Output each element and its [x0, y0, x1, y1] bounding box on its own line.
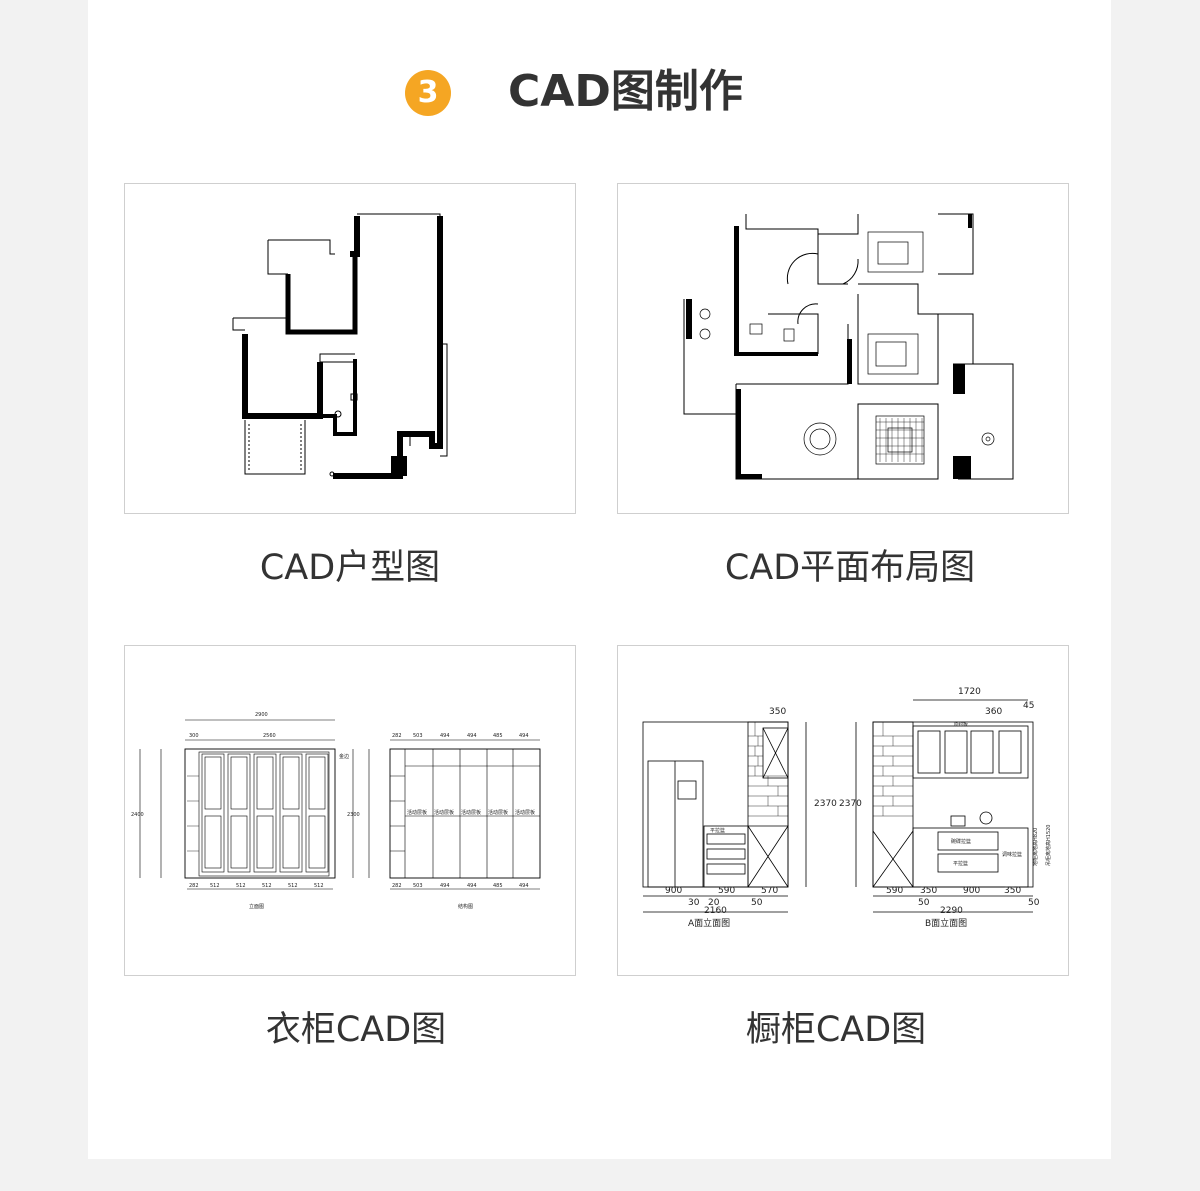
a-total-dim: 2160 — [704, 906, 727, 916]
wardrobe-dim-6: 512 — [314, 883, 324, 889]
floor-layout-drawing — [683, 213, 1014, 480]
step-number-badge: 3 — [405, 70, 451, 116]
b-bottom-dim-4: 350 — [1004, 886, 1021, 896]
struct-bottom-dim-5: 485 — [493, 883, 503, 889]
wardrobe-dim-2: 512 — [210, 883, 220, 889]
struct-top-dim-6: 494 — [519, 733, 529, 739]
elevation-label: 立面图 — [249, 903, 264, 910]
wardrobe-dim-4: 512 — [262, 883, 272, 889]
b-bottom-dim-3: 900 — [963, 886, 980, 896]
shelf-label-4: 活动层板 — [488, 809, 508, 816]
struct-bottom-dim-2: 503 — [413, 883, 423, 889]
shelf-label-2: 活动层板 — [434, 809, 454, 816]
wardrobe-top-width: 2900 — [255, 712, 268, 718]
wardrobe-dim-1: 282 — [189, 883, 199, 889]
shelf-label-3: 活动层板 — [461, 809, 481, 816]
b-top-right-dim-1: 360 — [985, 707, 1002, 717]
b-top-dim: 1720 — [958, 687, 981, 697]
a-drawer-label: 平拉篮 — [710, 827, 725, 834]
struct-top-dim-4: 494 — [467, 733, 477, 739]
kitchen-drawing: 350 900 590 570 30 20 50 2160 A面立面图 2370… — [642, 687, 1052, 929]
structure-label: 结构图 — [458, 903, 473, 910]
a-sub-dim-1: 30 — [688, 898, 700, 908]
floor-plan-drawing — [232, 213, 448, 479]
struct-top-dim-2: 503 — [413, 733, 423, 739]
card-floor-plan[interactable] — [124, 183, 576, 514]
b-drawer-1-label: 碗碟拉篮 — [951, 838, 971, 845]
caption-wardrobe: 衣柜CAD图 — [265, 1010, 447, 1050]
b-sub-dim-2: 50 — [1028, 898, 1040, 908]
a-sub-dim-2: 20 — [708, 898, 720, 908]
b-side-label: 调味拉篮 — [1002, 851, 1022, 858]
a-sub-dim-3: 50 — [751, 898, 763, 908]
b-elevation-label: B面立面图 — [925, 917, 967, 929]
wardrobe-side-note: 金边 — [339, 753, 349, 760]
struct-bottom-dim-6: 494 — [519, 883, 529, 889]
struct-top-dim-1: 282 — [392, 733, 402, 739]
wardrobe-drawing: 2900 300 2560 2400 2300 金边 282 512 512 5… — [131, 712, 541, 910]
a-elevation-label: A面立面图 — [688, 917, 730, 929]
wardrobe-inner-height: 2300 — [347, 812, 360, 818]
wardrobe-inner-width: 2560 — [263, 733, 276, 739]
b-base-height-label: 地柜离地高H820 — [1032, 828, 1039, 866]
wardrobe-height: 2400 — [131, 812, 144, 818]
card-wardrobe[interactable]: 2900 300 2560 2400 2300 金边 282 512 512 5… — [124, 645, 576, 976]
section-title: CAD图制作 — [508, 66, 743, 117]
struct-top-dim-5: 485 — [493, 733, 503, 739]
b-total-height: 2370 — [839, 799, 862, 809]
wardrobe-dim-5: 512 — [288, 883, 298, 889]
caption-floor-layout: CAD平面布局图 — [724, 548, 976, 588]
b-drawer-2-label: 平拉篮 — [953, 860, 968, 867]
a-bottom-dim-2: 590 — [718, 886, 735, 896]
b-total-dim: 2290 — [940, 906, 963, 916]
shelf-label-5: 活动层板 — [515, 809, 535, 816]
caption-floor-plan: CAD户型图 — [259, 548, 441, 588]
a-total-height: 2370 — [814, 799, 837, 809]
card-kitchen-cabinet[interactable]: 350 900 590 570 30 20 50 2160 A面立面图 2370… — [617, 645, 1069, 976]
struct-bottom-dim-1: 282 — [392, 883, 402, 889]
a-bottom-dim-1: 900 — [665, 886, 682, 896]
a-bottom-dim-3: 570 — [761, 886, 778, 896]
wardrobe-dim-3: 512 — [236, 883, 246, 889]
wardrobe-left-offset: 300 — [189, 733, 199, 739]
b-top-panel-label: 顶封板 — [953, 721, 968, 728]
a-top-dim: 350 — [769, 707, 786, 717]
b-bottom-dim-2: 350 — [920, 886, 937, 896]
struct-top-dim-3: 494 — [440, 733, 450, 739]
section-heading: 3 CAD图制作 — [0, 62, 1200, 122]
struct-bottom-dim-4: 494 — [467, 883, 477, 889]
struct-bottom-dim-3: 494 — [440, 883, 450, 889]
b-bottom-dim-1: 590 — [886, 886, 903, 896]
card-floor-layout[interactable] — [617, 183, 1069, 514]
caption-kitchen-cabinet: 橱柜CAD图 — [745, 1010, 927, 1050]
b-sub-dim-1: 50 — [918, 898, 930, 908]
b-top-right-dim-2: 45 — [1023, 701, 1034, 711]
b-wall-height-label: 吊柜离地高H1520 — [1045, 825, 1052, 867]
shelf-label-1: 活动层板 — [407, 809, 427, 816]
